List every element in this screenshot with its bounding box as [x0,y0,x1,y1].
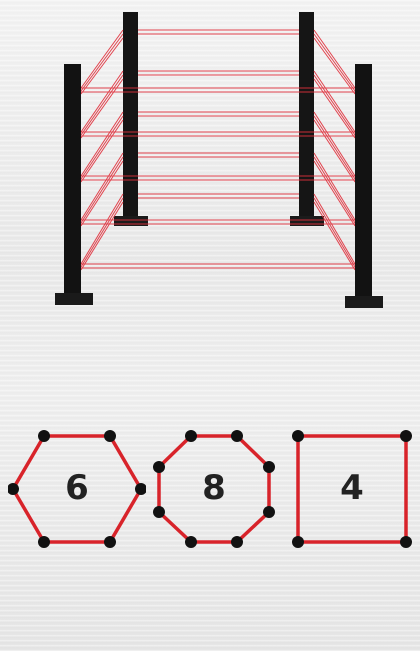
beam-side-right [314,153,355,220]
front-right-post [345,64,383,308]
front-left-post [55,64,93,305]
beam-side-right [314,34,355,91]
polygon-label-4: 4 [290,428,414,548]
polygon-label-8: 8 [152,428,276,548]
beam-fence-illustration [0,0,420,330]
beam-side-left [81,198,123,267]
beam-side-left [81,34,123,91]
polygon-square: 4 [290,428,414,548]
beam-side-right [314,38,355,94]
polygon-label-6: 6 [8,428,146,548]
beam-side-right [314,198,355,267]
beam-side-left [81,38,123,94]
beam-side-left [81,153,123,220]
polygon-octagon: 8 [152,428,276,548]
polygon-hexagon: 6 [8,428,146,548]
beam-side-left [81,194,123,264]
beam-side-right [314,194,355,264]
